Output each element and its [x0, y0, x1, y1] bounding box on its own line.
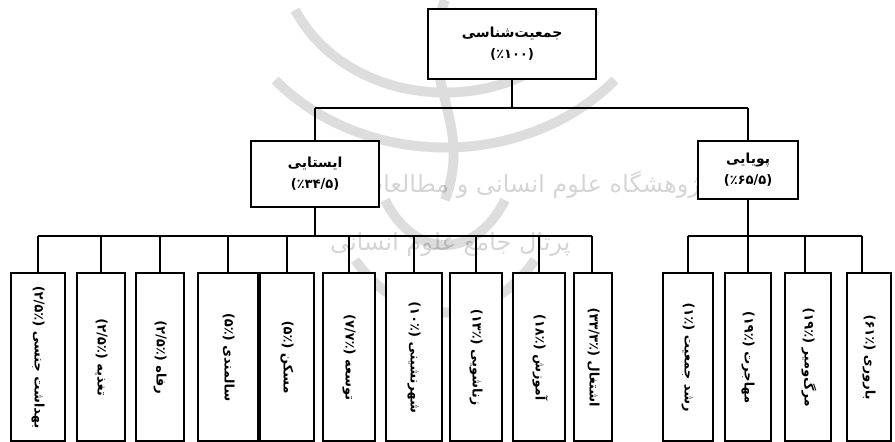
root-title: جمعیت‌شناسی	[461, 25, 563, 41]
leaf-development: توسعه (٪۷/۷)	[322, 272, 376, 442]
leaf-migration: مهاجرت (٪۱۹)	[724, 272, 772, 442]
leaf-mortality: مرگ‌ومیر (٪۱۹)	[784, 272, 832, 442]
leaf-label: مهاجرت (٪۱۹)	[740, 310, 756, 404]
leaf-label: تغذیه (٪۲/۵)	[93, 318, 109, 396]
leaf-label: باروری (٪۶۱)	[861, 314, 877, 400]
leaf-label: آموزش (٪۱۸)	[531, 313, 547, 401]
leaf-nutrition: تغذیه (٪۲/۵)	[76, 272, 126, 442]
leaf-label: مرگ‌ومیر (٪۱۹)	[800, 307, 816, 407]
branch-dynamic-title: پویایی	[726, 151, 770, 167]
branch-dynamic: پویایی (٪۶۵/۵)	[697, 140, 799, 200]
leaf-label: زناشویی (٪۱۳)	[468, 308, 484, 406]
leaf-label: شهرنشینی (٪۱۰)	[406, 301, 422, 413]
branch-dynamic-percent: (٪۶۵/۵)	[723, 173, 773, 188]
leaf-fertility: باروری (٪۶۱)	[846, 272, 892, 442]
leaf-label: رشد جمعیت (٪۱)	[680, 302, 696, 412]
leaf-housing: مسکن (٪۵)	[259, 272, 315, 442]
leaf-label: سالمندی (٪۵)	[220, 312, 236, 402]
leaf-welfare: رفاه (٪۲/۵)	[135, 272, 185, 442]
leaf-label: مسکن (٪۵)	[279, 320, 295, 394]
leaf-marriage: زناشویی (٪۱۳)	[449, 272, 503, 442]
leaf-label: بهداشت جنسی (٪۲/۵)	[30, 285, 46, 429]
root-node: جمعیت‌شناسی (٪۱۰۰)	[427, 8, 597, 80]
leaf-aging: سالمندی (٪۵)	[197, 272, 259, 442]
leaf-urbanization: شهرنشینی (٪۱۰)	[385, 272, 443, 442]
branch-static: ایستایی (٪۳۴/۵)	[250, 140, 380, 208]
leaf-label: توسعه (٪۷/۷)	[341, 313, 357, 401]
branch-static-title: ایستایی	[287, 155, 343, 171]
leaf-population-growth: رشد جمعیت (٪۱)	[662, 272, 714, 442]
root-percent: (٪۱۰۰)	[490, 47, 534, 62]
leaf-employment: اشتغال (٪۳۳/۳)	[573, 272, 613, 442]
leaf-sexual-health: بهداشت جنسی (٪۲/۵)	[10, 272, 66, 442]
watermark-text-2: پرتال جامع علوم انسانی	[330, 228, 571, 256]
leaf-label: اشتغال (٪۳۳/۳)	[585, 307, 601, 407]
leaf-education: آموزش (٪۱۸)	[512, 272, 566, 442]
branch-static-percent: (٪۳۴/۵)	[290, 177, 340, 192]
leaf-label: رفاه (٪۲/۵)	[152, 320, 168, 394]
